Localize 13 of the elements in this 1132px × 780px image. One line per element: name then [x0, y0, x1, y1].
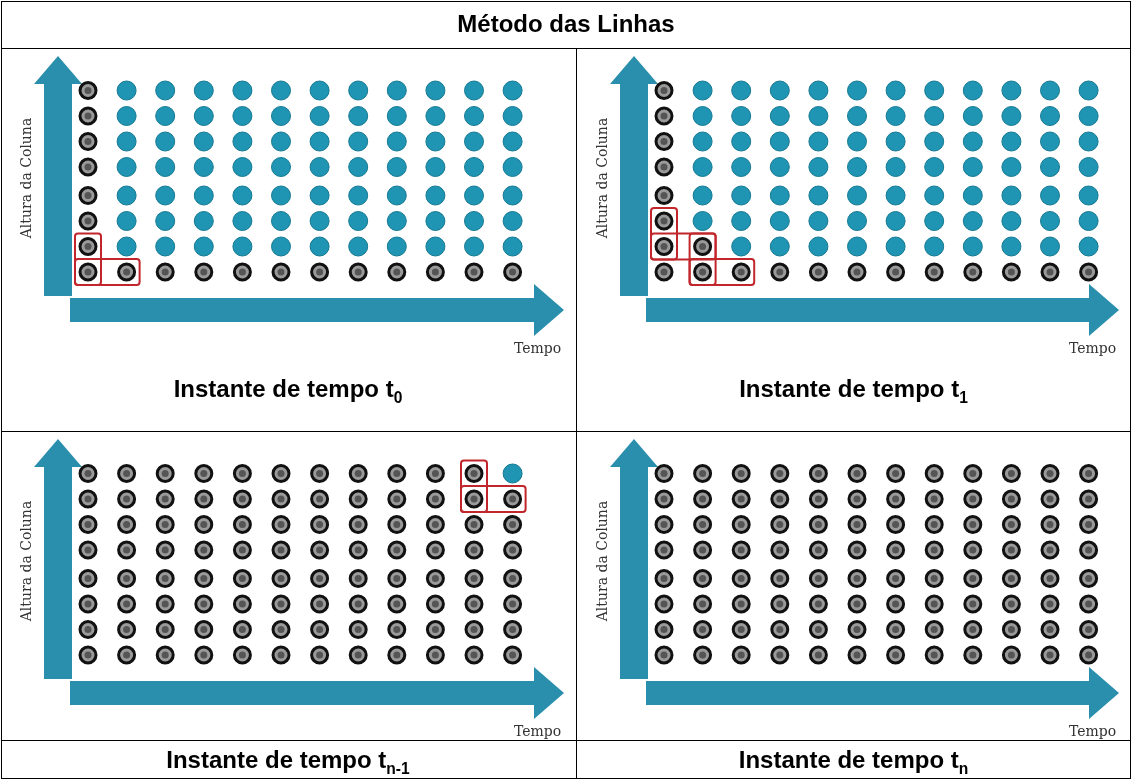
axis-label: Tempo — [1069, 723, 1117, 739]
axis-label: Tempo — [1069, 340, 1117, 356]
axis-label: Tempo — [514, 340, 562, 356]
axis-label: Altura da Coluna — [594, 117, 610, 239]
panel-caption: Instante de tempo t$_{n-1}$ — [165, 746, 411, 778]
axis-label: Tempo — [514, 723, 562, 739]
axis-label: Altura da Coluna — [594, 500, 610, 622]
axis-label: Altura da Coluna — [18, 500, 34, 622]
table-title: Método das Linhas — [456, 10, 676, 38]
panel-caption: Instante de tempo t$_{1}$ — [738, 375, 969, 407]
axis-label: Altura da Coluna — [18, 117, 34, 239]
panel-caption: Instante de tempo t$_{0}$ — [172, 375, 404, 407]
panel-caption: Instante de tempo t$_{n}$ — [737, 746, 970, 778]
